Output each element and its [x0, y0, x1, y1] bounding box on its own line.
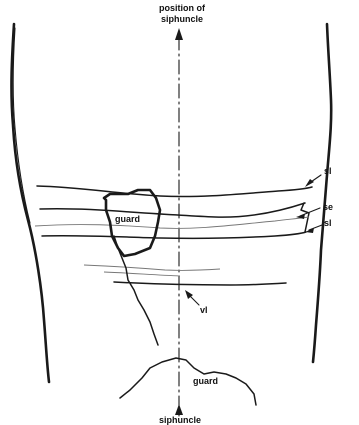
- septal-edge-line: [35, 217, 309, 228]
- faint-line-1: [84, 265, 220, 270]
- left-shell-wall: [11, 24, 49, 382]
- vl-label: vl: [200, 305, 208, 315]
- sl-upper-label: sl: [324, 166, 332, 176]
- se-label: se: [323, 202, 333, 212]
- sl-lower-leader: [309, 225, 322, 230]
- bottom-axis-label: siphuncle: [159, 415, 201, 425]
- top-axis-label-line2: siphuncle: [161, 14, 203, 24]
- guard-lower-label: guard: [193, 376, 218, 386]
- axis-arrow-bottom: [175, 404, 183, 415]
- guard-lower-outline: [120, 358, 256, 405]
- septal-line-lower: [40, 203, 305, 217]
- guard-upper-label: guard: [115, 214, 140, 224]
- vl-line: [114, 282, 286, 285]
- septal-line-upper: [37, 186, 312, 197]
- faint-line-2: [104, 272, 180, 276]
- sl-lower-label: sl: [324, 218, 332, 228]
- septal-line-third: [42, 232, 306, 238]
- right-shell-wall: [313, 24, 331, 362]
- axis-arrow-top: [175, 28, 183, 40]
- top-axis-label-line1: position of: [159, 3, 206, 13]
